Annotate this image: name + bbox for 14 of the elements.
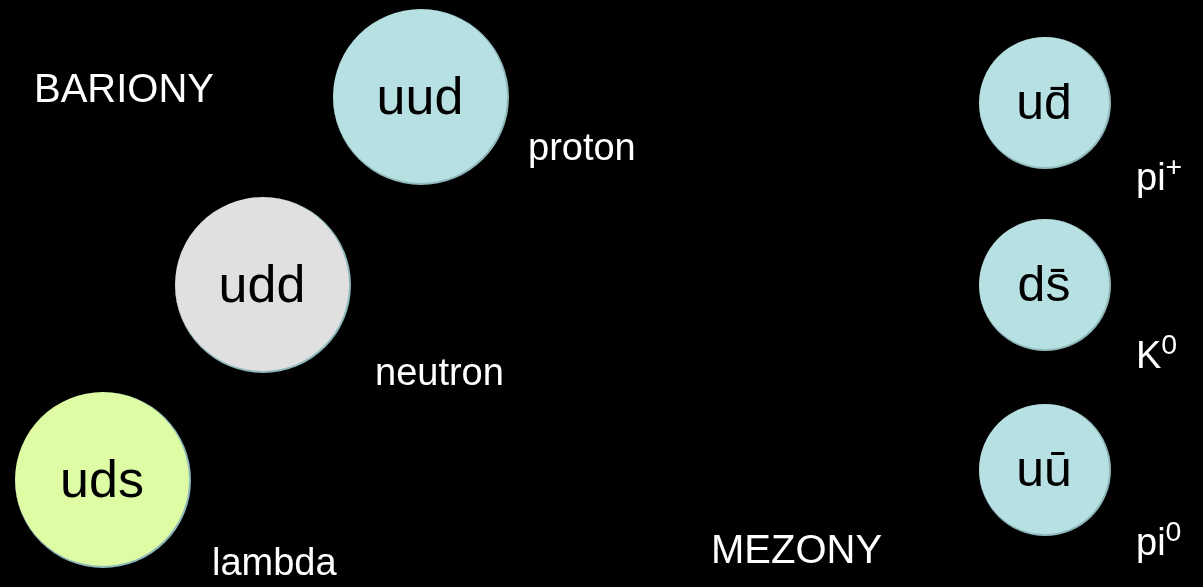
group-heading: MEZONY — [711, 529, 883, 569]
particle-name: lambda — [212, 543, 337, 581]
particle-name: pi$^{0}$ — [1136, 523, 1182, 561]
particle-name: proton — [528, 128, 636, 166]
particle-name: K$^{0}$ — [1136, 336, 1178, 374]
quark-content: uud — [376, 70, 464, 122]
group-heading: BARIONY — [34, 68, 215, 108]
quark-content: uds — [60, 453, 144, 505]
particle-name: pi$^{+}$ — [1136, 158, 1183, 196]
quark-content: uū — [1016, 444, 1072, 494]
quark-content: ds̄ — [1017, 259, 1071, 309]
quark-content: udd — [218, 258, 306, 310]
particle-name: neutron — [375, 353, 504, 391]
quark-content: ud̄ — [1016, 77, 1072, 127]
